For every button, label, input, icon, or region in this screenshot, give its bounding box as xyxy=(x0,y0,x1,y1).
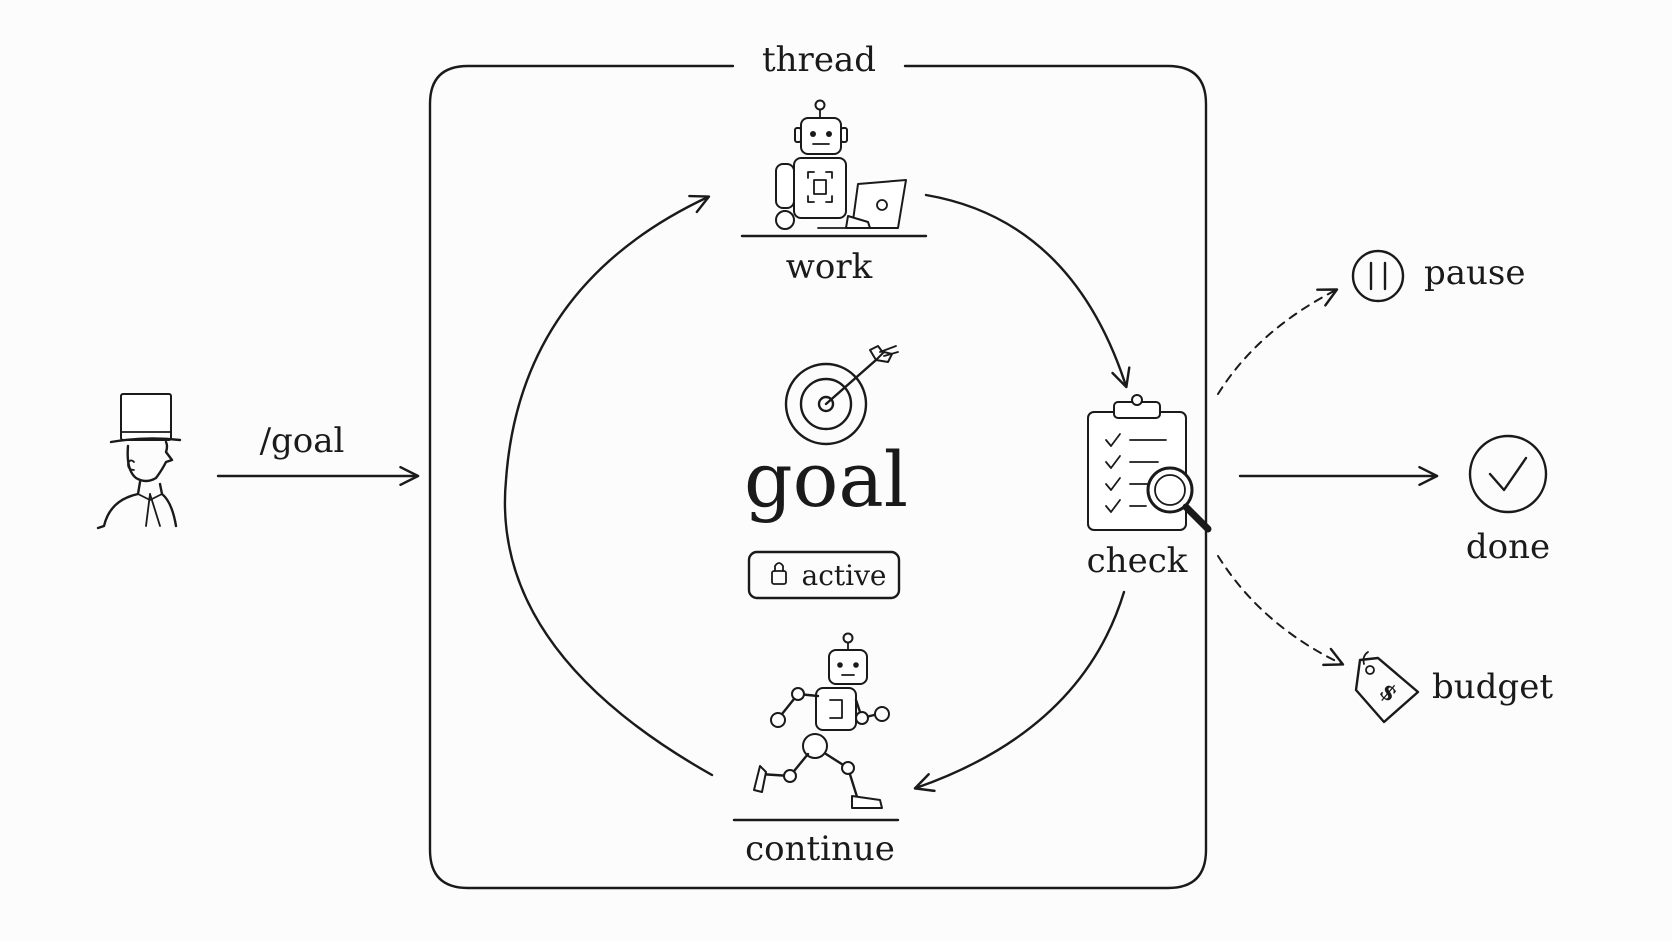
goal-command-arrow: /goal xyxy=(216,421,420,487)
status-badge: active xyxy=(747,550,901,600)
arrow-to-pause xyxy=(1217,288,1339,395)
goal-command-label: /goal xyxy=(260,421,345,461)
continue-label: continue xyxy=(745,829,895,869)
done-label: done xyxy=(1466,527,1550,567)
lock-icon xyxy=(771,562,787,585)
arc-continue-to-work xyxy=(503,194,714,777)
arc-check-to-continue xyxy=(913,590,1126,793)
thread-frame: thread xyxy=(428,40,1208,890)
pause-circle-icon xyxy=(1351,249,1405,303)
svg-text:$: $ xyxy=(1374,678,1402,708)
pause-label: pause xyxy=(1424,253,1526,293)
work-loop-arcs xyxy=(503,193,1131,793)
work-label: work xyxy=(786,247,873,287)
arrow-to-budget xyxy=(1217,555,1345,667)
arc-work-to-check xyxy=(924,193,1131,389)
goal-title: goal xyxy=(744,435,908,524)
robot-laptop-icon: work xyxy=(740,99,928,287)
running-robot-icon xyxy=(732,632,900,822)
price-tag-icon: $ xyxy=(1354,651,1420,724)
clipboard-magnifier-icon xyxy=(1087,394,1212,533)
check-label: check xyxy=(1087,541,1188,581)
budget-label: budget xyxy=(1432,667,1553,707)
target-arrow-icon xyxy=(784,345,899,446)
outcome-arrows xyxy=(1217,288,1439,667)
thread-label: thread xyxy=(762,40,876,80)
checkmark-circle-icon xyxy=(1468,434,1548,514)
top-hat-person-icon xyxy=(96,393,182,530)
status-badge-label: active xyxy=(802,559,887,592)
